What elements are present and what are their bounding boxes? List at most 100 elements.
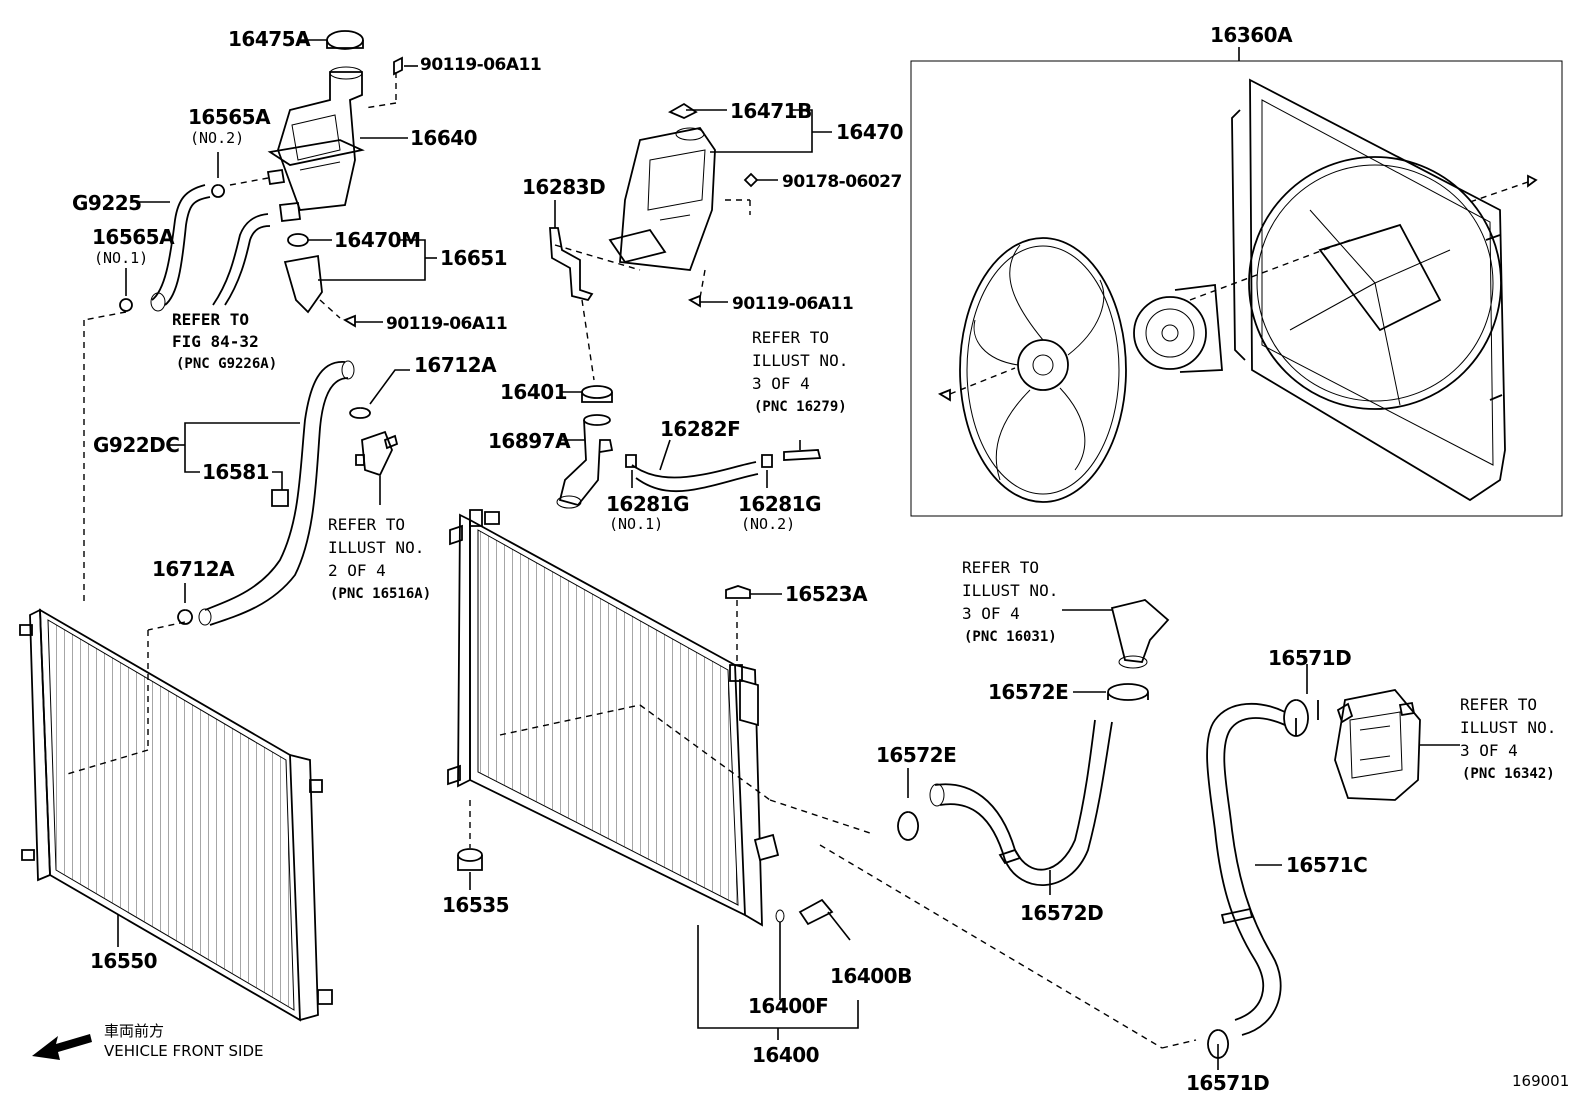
radiator-16400 xyxy=(447,509,780,927)
label-16475A: 16475A xyxy=(228,27,311,51)
leader-lines xyxy=(117,39,1308,1070)
left-down-arrow-icon xyxy=(32,1034,92,1060)
label-16400B: 16400B xyxy=(830,964,912,988)
label-16571D-bottom: 16571D xyxy=(1186,1071,1269,1095)
label-no2: (NO.2) xyxy=(190,129,244,147)
svg-text:REFER TO: REFER TO xyxy=(328,515,405,534)
svg-text:(PNC 16279): (PNC 16279) xyxy=(754,399,847,415)
fan-assembly-group xyxy=(910,47,1563,517)
label-16281G-no2: 16281G xyxy=(738,492,821,516)
label-16470: 16470 xyxy=(836,120,903,144)
svg-text:REFER TO: REFER TO xyxy=(1460,695,1537,714)
refer-notes: REFER TO FIG 84-32 (PNC G9226A) REFER TO… xyxy=(172,310,1556,782)
label-g-no2: (NO.2) xyxy=(741,515,795,533)
drain-cock-16400B xyxy=(798,898,851,941)
label-16571C: 16571C xyxy=(1286,853,1367,877)
footer: 車両前方 VEHICLE FRONT SIDE 169001 xyxy=(32,1022,1569,1090)
svg-text:(PNC 16342): (PNC 16342) xyxy=(1462,766,1555,782)
label-16523A: 16523A xyxy=(785,582,868,606)
condenser-16550 xyxy=(19,608,333,1022)
reservoir-16640 xyxy=(266,30,403,222)
hose-G922DC xyxy=(63,360,371,776)
label-16712A-left: 16712A xyxy=(152,557,235,581)
refer-illust-16031: REFER TO ILLUST NO. 3 OF 4 (PNC 16031) xyxy=(962,558,1058,645)
fan-shroud xyxy=(1249,78,1506,502)
label-16550: 16550 xyxy=(90,949,157,973)
bracket-16651 xyxy=(283,233,356,328)
svg-text:REFER TO: REFER TO xyxy=(752,328,829,347)
fan-blade xyxy=(959,237,1127,503)
label-16535: 16535 xyxy=(442,893,509,917)
svg-text:3 OF 4: 3 OF 4 xyxy=(752,374,810,393)
label-90119-06A11-tank: 90119-06A11 xyxy=(732,294,853,314)
label-16651: 16651 xyxy=(440,246,507,270)
svg-text:ILLUST NO.: ILLUST NO. xyxy=(328,538,424,557)
figure-number: 169001 xyxy=(1512,1072,1569,1090)
label-16572E-right: 16572E xyxy=(988,680,1068,704)
label-16283D: 16283D xyxy=(522,175,605,199)
svg-text:ILLUST NO.: ILLUST NO. xyxy=(752,351,848,370)
label-g-no1: (NO.1) xyxy=(609,515,663,533)
kanji-front-label: 車両前方 xyxy=(104,1022,164,1040)
label-16712A-top: 16712A xyxy=(414,353,497,377)
hose-16571C xyxy=(1206,702,1286,1036)
svg-text:2 OF 4: 2 OF 4 xyxy=(328,561,386,580)
svg-text:ILLUST NO.: ILLUST NO. xyxy=(1460,718,1556,737)
hose-16572D xyxy=(929,719,1113,886)
refer-fig84: REFER TO FIG 84-32 (PNC G9226A) xyxy=(172,310,277,372)
label-16400: 16400 xyxy=(752,1043,819,1067)
svg-text:REFER TO: REFER TO xyxy=(962,558,1039,577)
label-16470M: 16470M xyxy=(334,228,420,252)
svg-text:(PNC 16031): (PNC 16031) xyxy=(964,629,1057,645)
svg-text:REFER TO: REFER TO xyxy=(172,310,249,329)
refer-illust-2: REFER TO ILLUST NO. 2 OF 4 (PNC 16516A) xyxy=(328,515,431,602)
label-16401: 16401 xyxy=(500,380,567,404)
mount-16535 xyxy=(457,800,483,871)
hose-fig84 xyxy=(212,213,271,306)
water-pump-16342 xyxy=(1334,689,1460,801)
filler-neck-16897A xyxy=(556,414,614,509)
label-16581: 16581 xyxy=(202,460,269,484)
label-16565A-no1: 16565A xyxy=(92,225,175,249)
svg-text:3 OF 4: 3 OF 4 xyxy=(1460,741,1518,760)
svg-text:(PNC 16516A): (PNC 16516A) xyxy=(330,586,431,602)
label-90119-06A11-bracket: 90119-06A11 xyxy=(386,314,507,334)
label-16640: 16640 xyxy=(410,126,477,150)
fan-assembly-box xyxy=(910,60,1563,517)
cap-16475A xyxy=(326,30,364,50)
label-16572E-left: 16572E xyxy=(876,743,956,767)
label-16565A-no2: 16565A xyxy=(188,105,271,129)
label-no1: (NO.1) xyxy=(94,249,148,267)
hose-16282F xyxy=(625,440,822,493)
label-16471B: 16471B xyxy=(730,99,812,123)
water-outlet-16516A xyxy=(355,430,399,505)
svg-text:3 OF 4: 3 OF 4 xyxy=(962,604,1020,623)
svg-text:FIG 84-32: FIG 84-32 xyxy=(172,332,259,351)
vehicle-front-side-label: VEHICLE FRONT SIDE xyxy=(104,1042,264,1060)
clamp-16572E-left xyxy=(897,811,919,841)
label-90178-06027: 90178-06027 xyxy=(782,172,902,192)
label-16282F: 16282F xyxy=(660,417,740,441)
svg-text:(PNC G9226A): (PNC G9226A) xyxy=(176,356,277,372)
reservoir-16470 xyxy=(554,102,759,308)
fan-screw-right xyxy=(1469,174,1538,203)
clamp-16571D-top xyxy=(1283,699,1319,737)
refer-illust-16342: REFER TO ILLUST NO. 3 OF 4 (PNC 16342) xyxy=(1460,695,1556,782)
label-16572D: 16572D xyxy=(1020,901,1103,925)
svg-text:ILLUST NO.: ILLUST NO. xyxy=(962,581,1058,600)
mount-16523A xyxy=(725,585,751,665)
fan-motor xyxy=(1133,283,1223,373)
bracket-16283D xyxy=(549,227,594,302)
label-16897A: 16897A xyxy=(488,429,571,453)
label-90119-06A11-top: 90119-06A11 xyxy=(420,55,541,75)
label-16571D-top: 16571D xyxy=(1268,646,1351,670)
oring-16400F xyxy=(775,909,785,1000)
part-labels: 16475A 90119-06A11 16565A (NO.2) 16640 G… xyxy=(72,23,1368,1095)
fan-screw-left xyxy=(937,367,1016,402)
water-inlet-16031 xyxy=(1110,599,1170,669)
hose-G9225 xyxy=(83,177,269,603)
label-16360A: 16360A xyxy=(1210,23,1293,47)
label-G922DC: G922DC xyxy=(93,433,179,457)
cap-16401 xyxy=(581,385,613,403)
